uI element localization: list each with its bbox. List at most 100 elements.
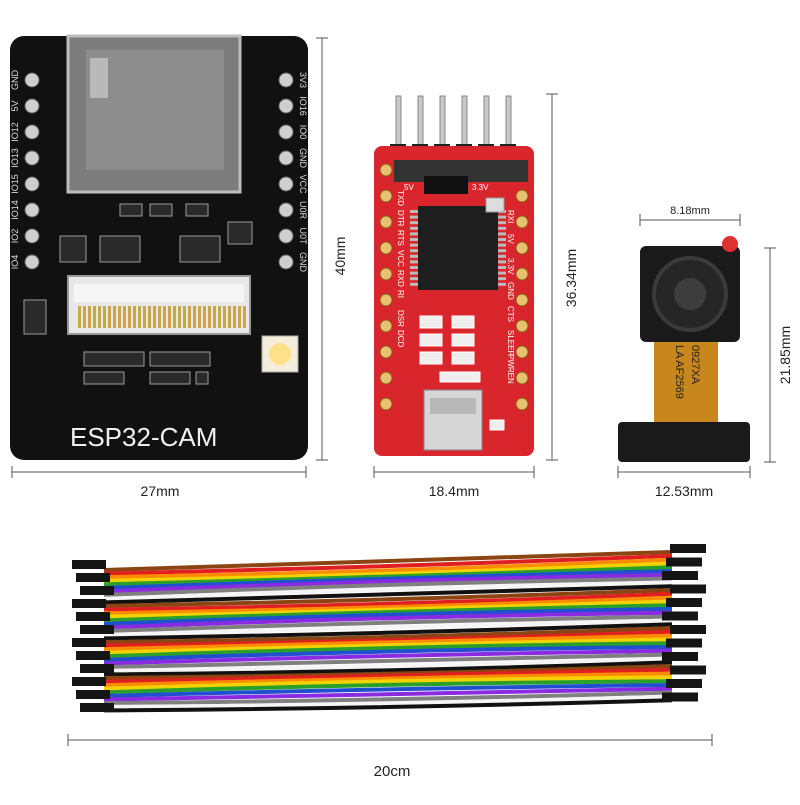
jumper-wire <box>103 686 673 702</box>
chip-leg <box>498 243 506 247</box>
chip-leg <box>410 282 418 286</box>
ftdi-width-label: 18.4mm <box>429 483 480 499</box>
ftdi-pin-label-left: RI <box>396 290 405 298</box>
chip-leg <box>410 210 418 213</box>
smd-component <box>489 419 505 431</box>
ftdi-pin-hole <box>379 371 393 385</box>
esp32-pin-label-left: 5V <box>10 100 20 111</box>
smd-component <box>149 351 211 367</box>
connector-contact <box>158 306 161 328</box>
smd-component <box>451 351 475 365</box>
chip-leg <box>498 266 506 269</box>
connector-contact <box>88 306 91 328</box>
wire-connector-left <box>72 677 106 686</box>
wire-connector-right <box>662 692 698 702</box>
wire-connector-right <box>670 544 706 553</box>
esp32-width-dimension <box>11 466 307 478</box>
ftdi-pin-hole <box>379 345 393 359</box>
smd-component <box>195 371 209 385</box>
ftdi-pin-hole <box>379 241 393 255</box>
ftdi-pin-label-right: CTS <box>506 306 515 322</box>
ftdi-pin-label-left: DCD <box>396 330 405 348</box>
esp32-pin-hole <box>24 72 40 88</box>
jumper-wire <box>103 645 673 662</box>
connector-contact <box>188 306 191 328</box>
jumper-wire <box>103 652 673 670</box>
camera-flex-text-1: LA AF2569 <box>673 345 685 399</box>
esp32-width-label: 27mm <box>141 483 180 499</box>
chip-leg <box>498 221 506 225</box>
esp32-pin-label-right: IO0 <box>298 125 308 140</box>
esp32-pin-hole <box>24 98 40 114</box>
connector-contact <box>243 306 246 328</box>
connector-contact <box>93 306 96 328</box>
wire-connector-left <box>76 573 110 582</box>
ftdi-chip <box>418 206 498 290</box>
esp32-pin-label-right: U0R <box>298 201 308 220</box>
esp32-pin-hole <box>24 176 40 192</box>
connector-contact <box>213 306 216 328</box>
jumper-wire <box>103 614 673 634</box>
esp32-pin-label-right: 3V3 <box>298 72 308 88</box>
camera-width-dimension <box>617 466 751 478</box>
jumper-wire <box>103 553 673 576</box>
ftdi-pin-hole <box>379 397 393 411</box>
jumper-wire <box>103 557 673 580</box>
ftdi-pin-hole <box>379 215 393 229</box>
connector-contact <box>108 306 111 328</box>
chip-leg <box>498 260 506 264</box>
esp32-pin-hole <box>24 228 40 244</box>
jumper-wire <box>103 591 673 612</box>
jumper-wire <box>103 690 673 706</box>
ftdi-pin-label-right: SLEEP <box>506 330 515 356</box>
connector-contact <box>233 306 236 328</box>
wire-connector-right <box>666 638 702 648</box>
ftdi-pin-label-left: RXD <box>396 270 405 287</box>
smd-component <box>149 203 173 217</box>
smd-component <box>451 315 475 329</box>
jumper-wire <box>103 607 673 626</box>
ftdi-pin-hole <box>515 319 529 333</box>
connector-contact <box>163 306 166 328</box>
jumper-wire <box>103 698 673 713</box>
chip-leg <box>410 260 418 264</box>
esp32-pin-label-left: IO4 <box>10 255 20 270</box>
connector-contact <box>83 306 86 328</box>
wire-connector-left <box>80 625 114 634</box>
connector-contact <box>193 306 196 328</box>
jumper-wire <box>103 626 673 644</box>
jumper-wire <box>103 588 673 608</box>
esp32-pin-label-right: GND <box>298 252 308 273</box>
esp32-pin-hole <box>278 72 294 88</box>
smd-component <box>23 299 47 335</box>
connector-contact <box>168 306 171 328</box>
wire-connector-left <box>76 690 110 699</box>
wire-connector-right <box>662 571 698 580</box>
ftdi-pin-hole <box>515 189 529 203</box>
connector-contact <box>178 306 181 328</box>
esp32-pin-label-right: U0T <box>298 227 308 245</box>
ftdi-jumper-5v: 5V <box>404 183 414 192</box>
ftdi-pin-label-right: RXI <box>506 210 515 223</box>
jumper-wire <box>103 550 673 572</box>
chip-leg <box>498 282 506 286</box>
esp32-pin-hole <box>278 176 294 192</box>
jumper-wire <box>103 595 673 616</box>
connector-contact <box>143 306 146 328</box>
jumper-wire <box>103 633 673 652</box>
camera-height-dimension <box>764 247 776 463</box>
jumper-wire <box>103 660 673 677</box>
esp32-pin-hole <box>278 98 294 114</box>
connector-contact <box>183 306 186 328</box>
smd-component <box>59 235 87 263</box>
connector-contact <box>128 306 131 328</box>
smd-component <box>419 351 443 365</box>
esp32-pin-label-left: IO14 <box>10 200 20 220</box>
camera-lens-width-dimension <box>639 214 741 226</box>
camera-width-label: 12.53mm <box>655 483 713 499</box>
camera-flex-cable <box>654 330 718 432</box>
connector-contact <box>153 306 156 328</box>
ftdi-pin-label-right: PWREN <box>506 354 515 384</box>
